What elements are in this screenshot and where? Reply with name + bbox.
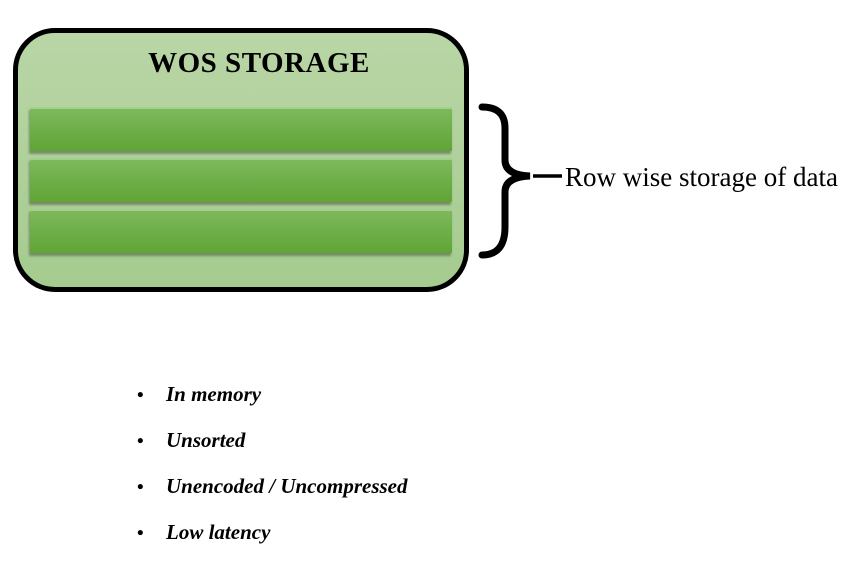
bullet-list: • In memory • Unsorted • Unencoded / Unc…	[137, 381, 407, 565]
row-bar	[30, 107, 452, 151]
row-bar	[30, 209, 452, 253]
brace-label: Row wise storage of data	[565, 162, 838, 192]
bullet-dot: •	[137, 431, 144, 452]
wos-storage-box: WOS STORAGE	[13, 28, 469, 292]
row-bar	[30, 158, 452, 202]
bullet-item-label: Low latency	[166, 520, 271, 544]
brace-path	[478, 103, 531, 259]
bullet-item-label: In memory	[166, 382, 262, 406]
bullet-item: • Low latency	[137, 519, 407, 547]
wos-storage-title: WOS STORAGE	[148, 47, 370, 79]
bullet-item: • Unencoded / Uncompressed	[137, 473, 407, 501]
bullet-item-label: Unencoded / Uncompressed	[166, 474, 408, 498]
bullet-dot: •	[137, 523, 144, 544]
bullet-item-label: Unsorted	[166, 428, 246, 452]
bullet-dot: •	[137, 477, 144, 498]
row-stack	[30, 107, 452, 260]
bullet-dot: •	[137, 385, 144, 406]
bullet-item: • Unsorted	[137, 427, 407, 455]
curly-brace-icon	[478, 103, 562, 259]
bullet-item: • In memory	[137, 381, 407, 409]
